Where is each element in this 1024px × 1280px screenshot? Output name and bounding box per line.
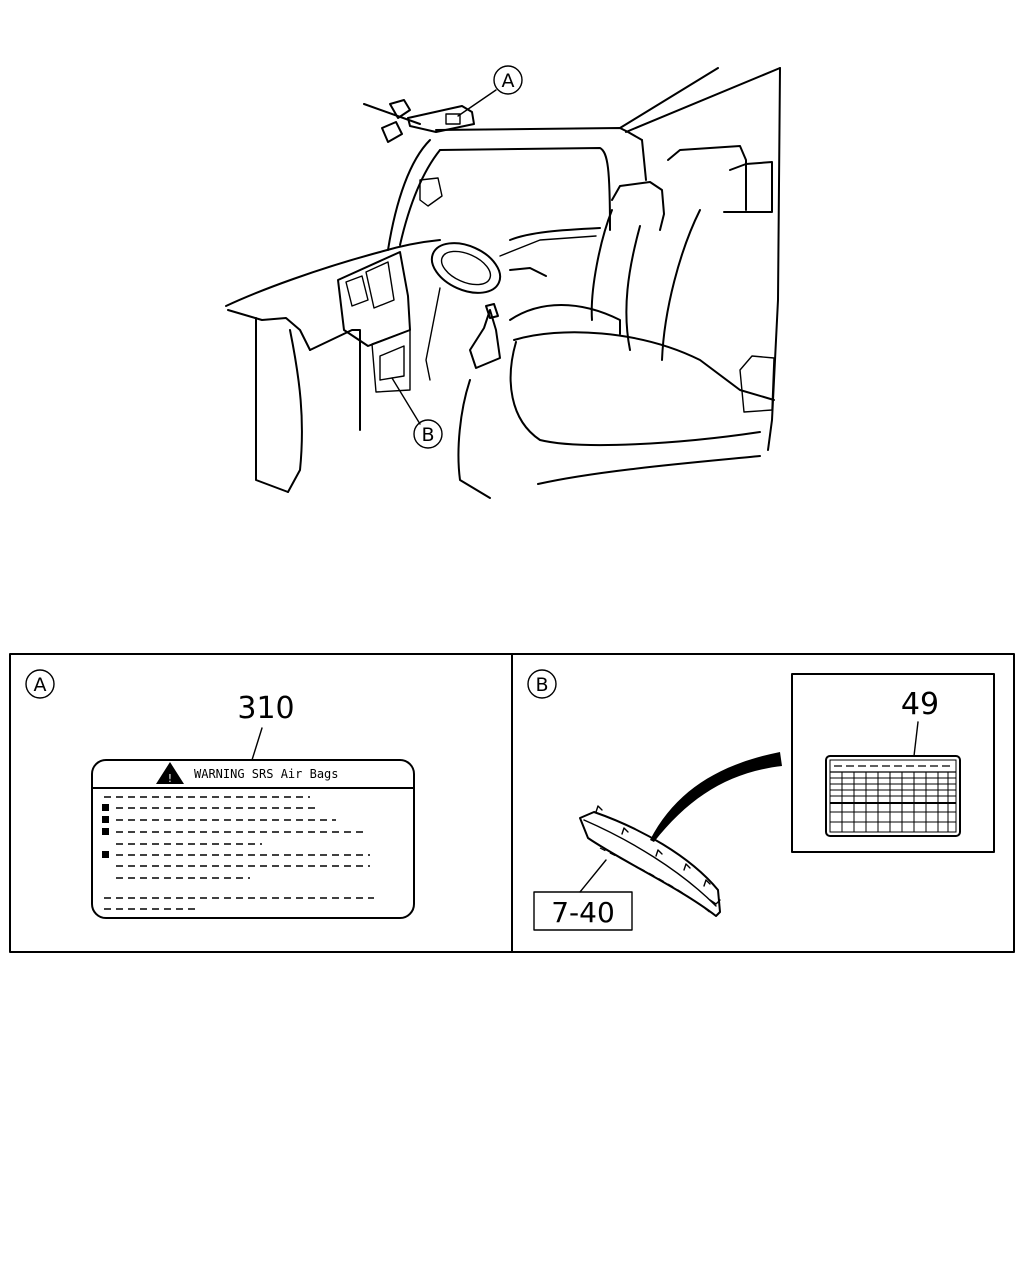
svg-text:A: A xyxy=(502,70,515,92)
panel-b: B 49 xyxy=(527,669,995,931)
label-title: WARNING SRS Air Bags xyxy=(194,767,339,781)
caution-plate xyxy=(825,755,961,837)
svg-text:B: B xyxy=(535,674,548,696)
panel-a-letter-circle: A xyxy=(25,669,55,699)
warning-triangle-icon xyxy=(156,762,184,784)
part-number-310: 310 xyxy=(237,691,294,726)
leader-310 xyxy=(251,727,263,761)
svg-text:B: B xyxy=(421,424,434,446)
inset-detail-box xyxy=(791,673,995,853)
glovebox-lid xyxy=(579,805,721,917)
part-number-49: 49 xyxy=(901,687,939,722)
cab-interior-illustration xyxy=(225,67,781,499)
leader-49 xyxy=(913,721,919,757)
srs-warning-label: ! WARNING SRS Air Bags xyxy=(91,759,415,919)
svg-text:A: A xyxy=(34,674,47,696)
panel-a: A 310 ! WARNING SRS Air Bags xyxy=(25,669,415,919)
callout-b-overview: B xyxy=(391,377,443,449)
callout-a-overview: A xyxy=(457,65,523,117)
svg-text:!: ! xyxy=(168,772,172,785)
ref-box-label: 7-40 xyxy=(551,896,615,929)
leader-7-40 xyxy=(579,859,607,893)
zoom-arrow xyxy=(650,752,782,842)
ref-box-7-40 xyxy=(533,891,633,931)
panel-b-letter-circle: B xyxy=(527,669,557,699)
